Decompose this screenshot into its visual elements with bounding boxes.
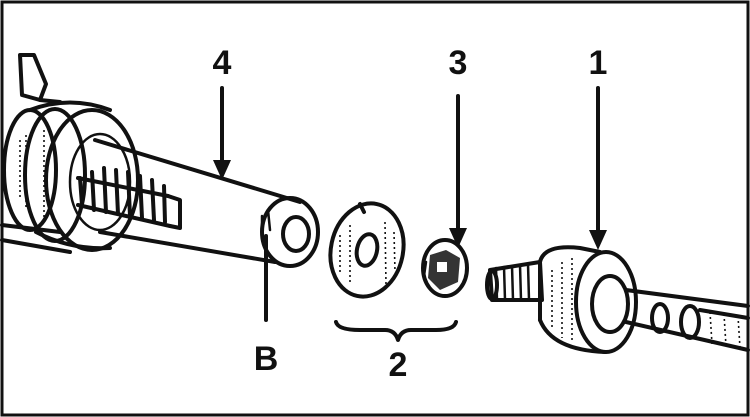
callout-arrow-1 (589, 86, 607, 250)
rack-teeth (76, 166, 182, 230)
ball-joint-face (574, 250, 638, 354)
lock-washer (328, 201, 406, 299)
rack-top-edge (93, 138, 302, 204)
callout-label-4: 4 (213, 44, 232, 82)
rod-top-edge (624, 288, 750, 308)
callout-label-1: 1 (589, 44, 608, 82)
rack-bore (281, 215, 311, 253)
rack-bottom-edge (98, 230, 277, 264)
rack-housing (0, 53, 320, 268)
housing-bracket (18, 53, 48, 102)
callout-label-b: B (254, 340, 279, 378)
tie-rod (485, 245, 750, 354)
threaded-stud (485, 260, 544, 302)
callout-arrow-4 (213, 86, 231, 180)
group-brace-2 (334, 320, 458, 342)
tab-washer (421, 238, 469, 298)
callout-label-3: 3 (449, 44, 468, 82)
callout-arrow-3 (449, 94, 467, 248)
callout-label-2: 2 (389, 346, 408, 384)
housing-ring-3 (44, 108, 140, 252)
